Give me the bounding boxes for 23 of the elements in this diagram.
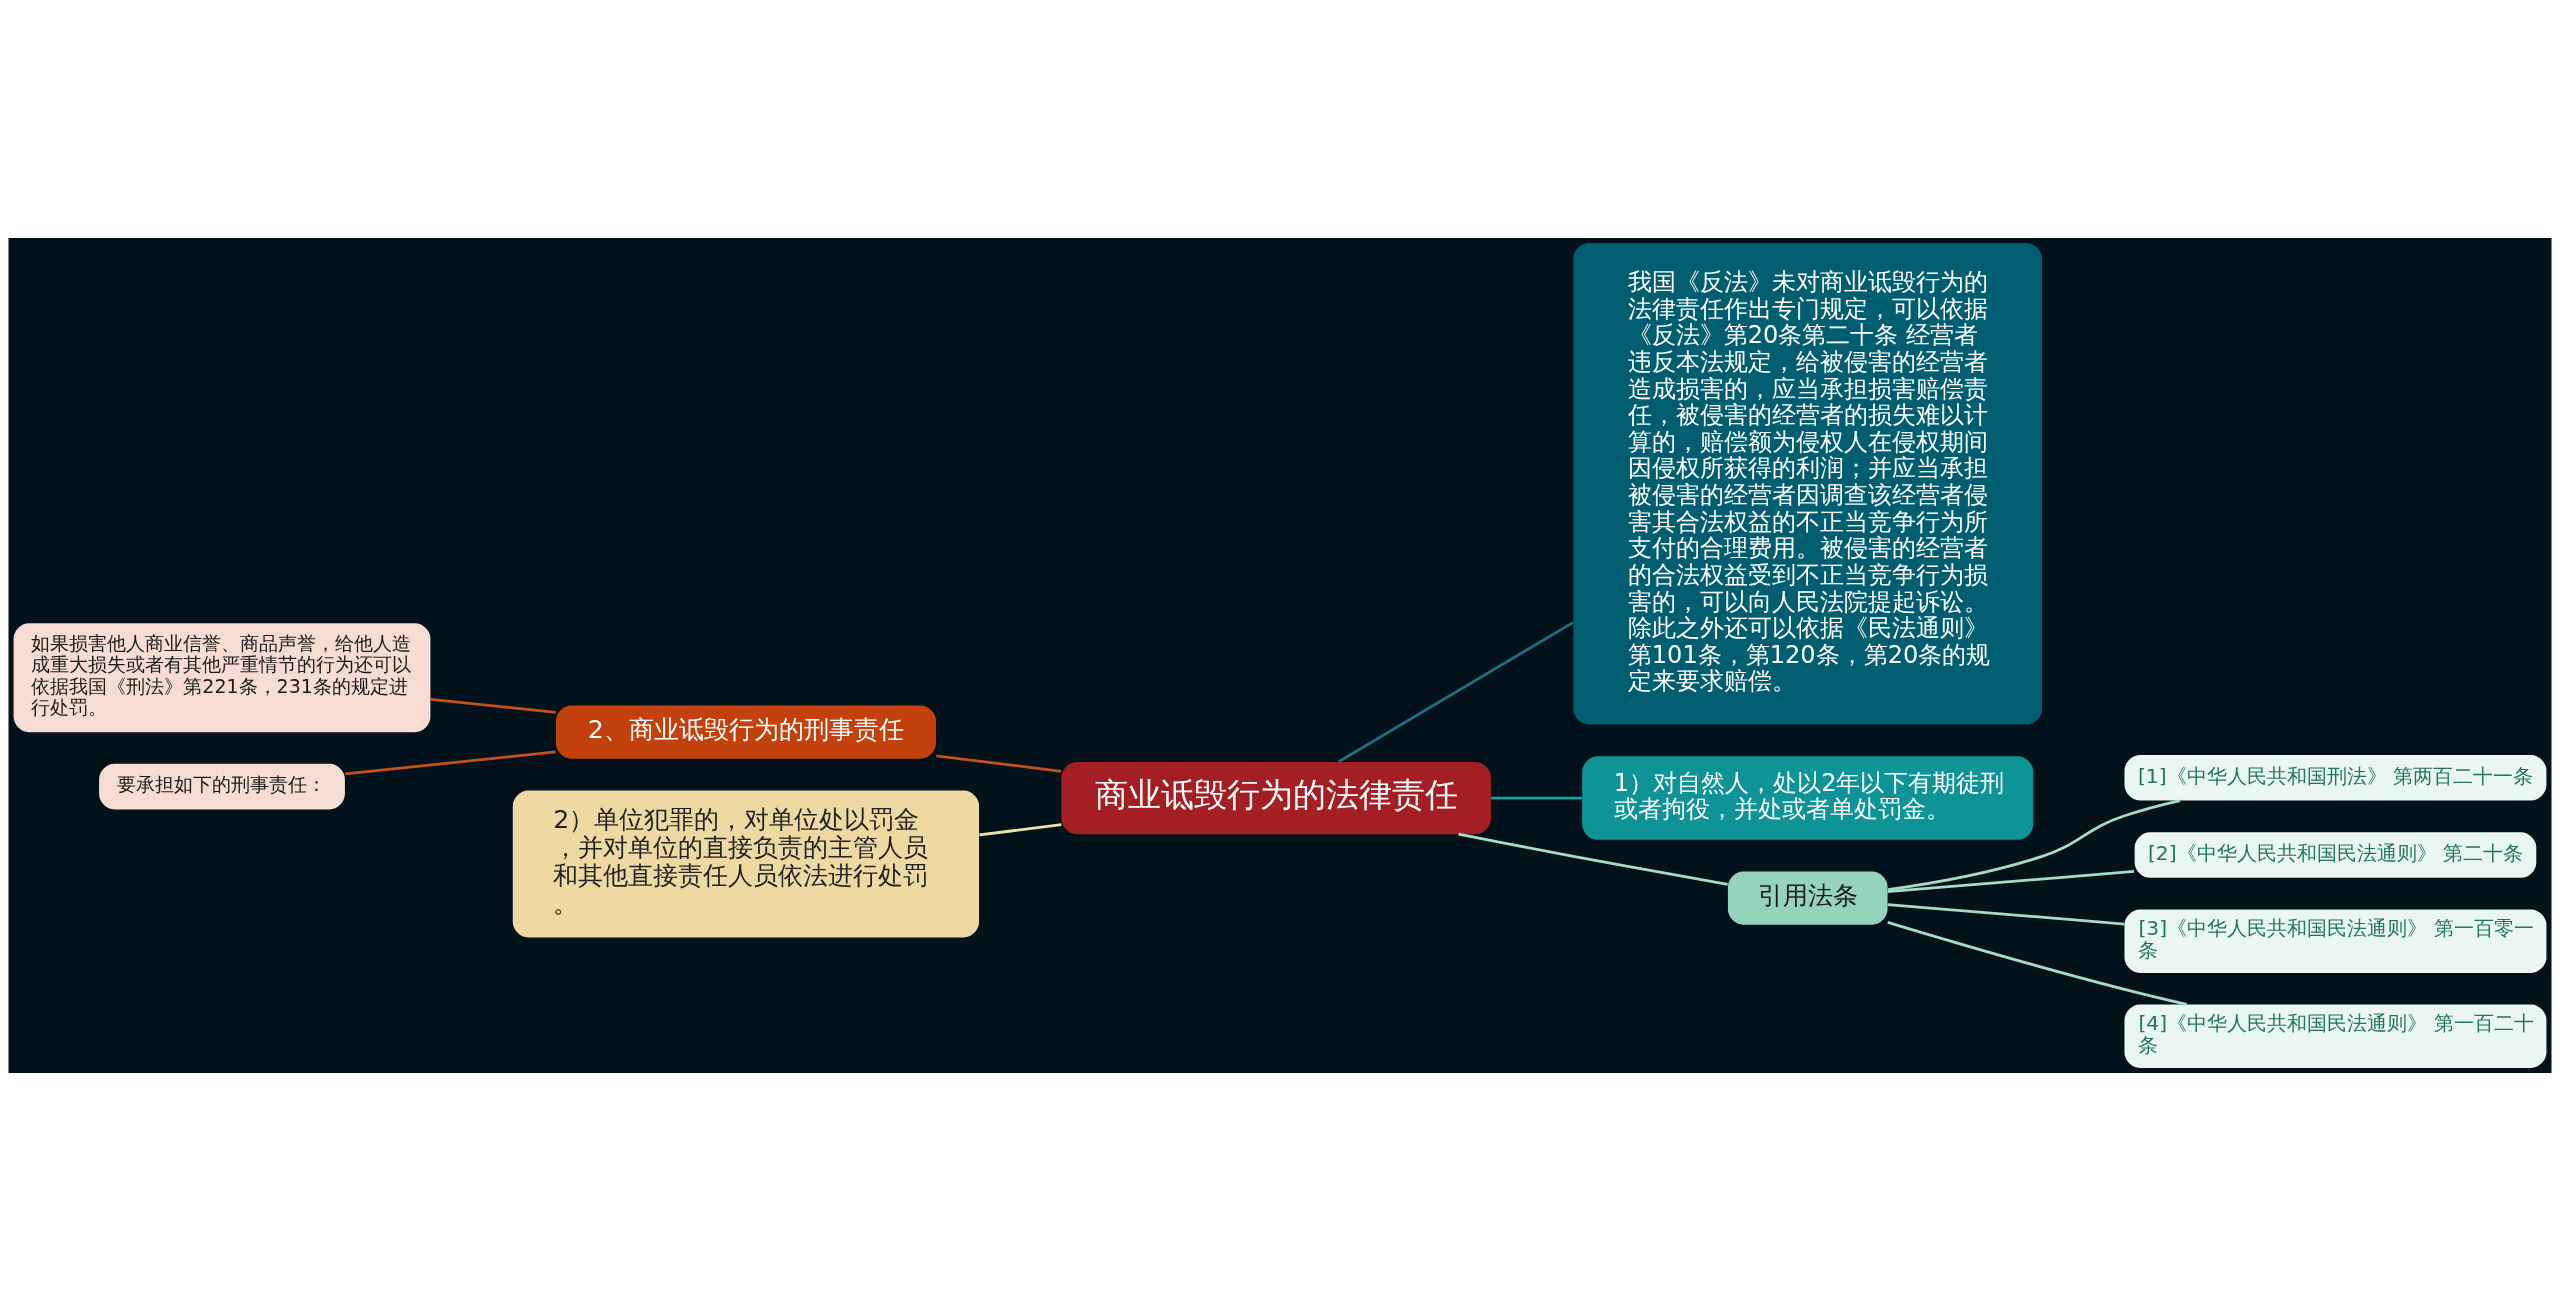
connector xyxy=(936,753,1062,773)
node-box: 我国《反法》未对商业诋毁行为的法律责任作出专门规定，可以依据《反法》第20条第二十条 经营者违反本法规定，给被侵害的经营者造成损害的，应当承担损害赔偿责任，被侵害的经营者的损失难以计算的，赔偿额为侵权人在侵权期间因侵权所获得的利润；并应当承担被侵害的经营者因调查该经营者侵害其合法权益的不正当竞争行为所支付的合理费用。被侵害的经营者的合法权益受到不正当竞争行为损害的，可以向人民法院提起诉讼。除此之外还可以依据《民法通则》第101条，第120条，第20条的规定来要求赔偿。 xyxy=(1573,242,2043,725)
connector xyxy=(1887,920,2187,1006)
node-box: 如果损害他人商业信誉、商品声誉，给他人造成重大损失或者有其他严重情节的行为还可以依据我国《刑法》第221条，231条的规定进行处罚。 xyxy=(13,622,431,732)
connector xyxy=(430,697,556,714)
node-box: [3]《中华人民共和国民法通则》 第一百零一条 xyxy=(2124,909,2547,973)
node-box: 2、商业诋毁行为的刑事责任 xyxy=(555,705,936,759)
node-box: 2）单位犯罪的，对单位处以罚金，并对单位的直接负责的主管人员和其他直接责任人员依法进行处罚。 xyxy=(512,789,980,937)
connector xyxy=(1458,832,1728,886)
connector xyxy=(1491,796,1583,799)
connector xyxy=(979,822,1062,836)
node-box: [2]《中华人民共和国民法通则》 第二十条 xyxy=(2134,831,2537,878)
node-box: 1）对自然人，处以2年以下有期徒刑或者拘役，并处或者单处罚金。 xyxy=(1582,755,2034,840)
node-box: 商业诋毁行为的法律责任 xyxy=(1061,761,1491,834)
node-box: [4]《中华人民共和国民法通则》 第一百二十条 xyxy=(2124,1004,2547,1068)
connector xyxy=(1337,620,1574,763)
connector xyxy=(1887,902,2125,925)
node-box: [1]《中华人民共和国刑法》 第两百二十一条 xyxy=(2124,754,2547,801)
connector xyxy=(1887,869,2135,893)
connector xyxy=(1887,798,2181,891)
connector xyxy=(345,750,556,775)
node-box: 引用法条 xyxy=(1727,871,1888,925)
node-box: 要承担如下的刑事责任： xyxy=(99,763,345,809)
